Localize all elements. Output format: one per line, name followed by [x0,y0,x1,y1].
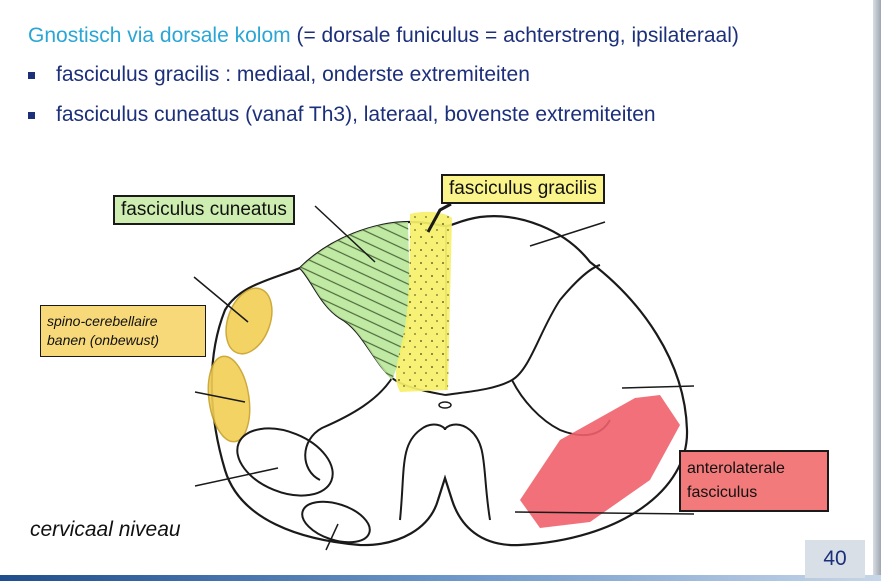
pointer-oval-2 [325,523,339,551]
label-antero-line2: fasciculus [687,484,758,501]
page-number: 40 [805,540,865,578]
tract-oval-1 [236,427,334,497]
pointer-oval-1 [194,467,279,487]
pointer-spino-upper [193,276,249,323]
spinocerebellar-oval-upper [225,287,273,355]
pointer-cuneatus [314,205,376,263]
label-spino-line1: spino-cerebellaire [47,313,158,329]
bullet-item: fasciculus cuneatus (vanaf Th3), lateraa… [28,103,656,143]
bullet-item: fasciculus gracilis : mediaal, onderste … [28,63,656,103]
label-fasciculus-cuneatus: fasciculus cuneatus [113,195,295,225]
pointer-right-mid [621,385,695,389]
level-caption: cervicaal niveau [30,518,181,541]
slide-right-edge [873,0,881,581]
pointer-gracilis [426,202,452,233]
tract-oval-2 [301,500,371,544]
fasciculus-gracilis-dots [395,211,452,392]
anterolateral-fasciculus-region [520,395,680,528]
anterior-median-fissure [399,423,491,521]
fasciculus-cuneatus-hatch [300,222,410,380]
bullet-text: fasciculus gracilis : mediaal, onderste … [56,63,530,86]
pointer-anterolateral [514,511,695,515]
pointer-spino-lower [194,391,246,403]
central-canal [438,401,452,409]
bullet-square-icon [28,72,35,79]
heading-accent: Gnostisch via dorsale kolom [28,24,291,47]
bullet-text: fasciculus cuneatus (vanaf Th3), lateraa… [56,103,656,126]
label-antero-line1: anterolaterale [687,460,785,477]
slide-bottom-bar [0,575,881,581]
label-spino-cerebellaire: spino-cerebellaire banen (onbewust) [40,305,206,357]
label-anterolaterale-fasciculus: anterolaterale fasciculus [679,450,829,512]
grey-matter-right [444,264,611,437]
bullet-square-icon [28,112,35,119]
heading-rest: (= dorsale funiculus = achterstreng, ips… [290,24,739,47]
slide-heading: Gnostisch via dorsale kolom (= dorsale f… [28,24,739,48]
pointer-gracilis-right [529,221,606,247]
label-spino-line2: banen (onbewust) [47,332,160,348]
bullet-list: fasciculus gracilis : mediaal, onderste … [28,63,656,143]
label-fasciculus-gracilis: fasciculus gracilis [441,174,605,204]
